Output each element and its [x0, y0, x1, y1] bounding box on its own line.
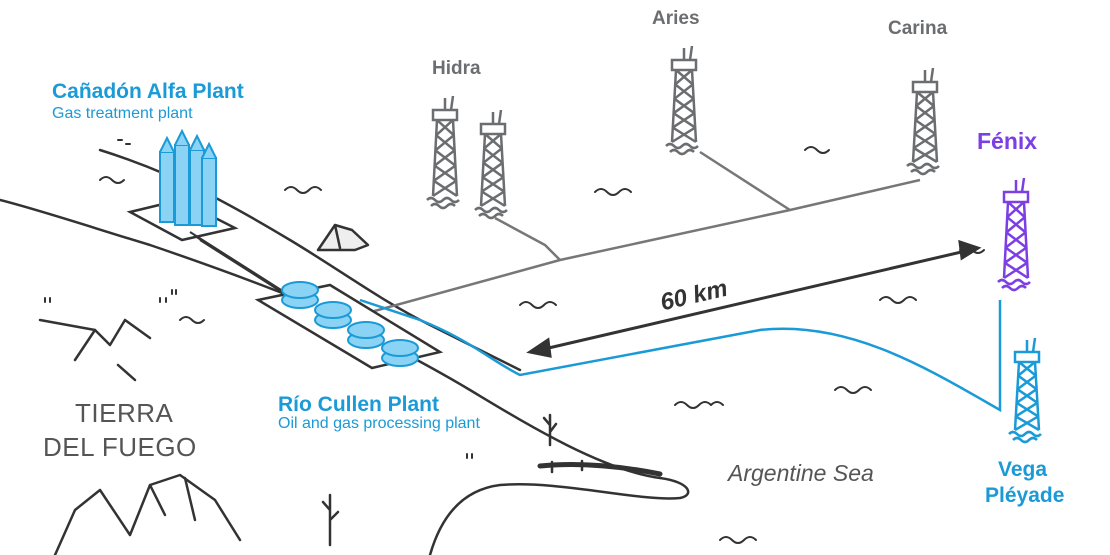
mountain-1 — [38, 318, 152, 382]
fenix-label: Fénix — [977, 128, 1038, 154]
rig-vega — [1008, 337, 1042, 444]
rig-hidra-2 — [474, 109, 508, 220]
carina-label: Carina — [888, 18, 948, 39]
wave-2 — [594, 188, 632, 196]
coast-inner — [537, 461, 663, 477]
pipeline-fenix-vega — [359, 298, 1002, 413]
rio-cullen-platform — [254, 281, 444, 370]
wave-1 — [284, 186, 322, 194]
ticks — [44, 139, 473, 459]
canadon-subtitle: Gas treatment plant — [52, 105, 193, 122]
hut — [316, 223, 370, 252]
region-label-line1: TIERRA — [75, 398, 174, 428]
rio-cullen-subtitle: Oil and gas processing plant — [278, 415, 480, 432]
sea-label: Argentine Sea — [728, 460, 874, 486]
canadon-title: Cañadón Alfa Plant — [52, 80, 244, 103]
tree-2 — [321, 493, 340, 547]
mountain-2 — [53, 473, 242, 555]
rig-aries — [665, 45, 699, 156]
aries-label: Aries — [652, 8, 700, 29]
pipeline-hidra — [494, 216, 561, 261]
wave-10 — [99, 176, 125, 184]
canadon-platform — [126, 128, 311, 311]
wave-9 — [179, 316, 205, 324]
region-label-line2: DEL FUEGO — [43, 432, 197, 462]
distance-arrow — [526, 239, 982, 358]
rio-cullen-title: Río Cullen Plant — [278, 393, 440, 416]
vega-label-line1: Vega — [998, 458, 1048, 481]
coast-inner-marks — [550, 459, 584, 474]
wave-6 — [674, 401, 724, 409]
wave-3 — [804, 146, 830, 154]
vega-label-line2: Pléyade — [985, 484, 1065, 507]
wave-7 — [834, 386, 872, 394]
tree-1 — [542, 413, 558, 447]
coastline — [0, 198, 690, 555]
hidra-label: Hidra — [432, 58, 481, 79]
pipeline-carina — [359, 178, 921, 317]
pipeline-aries — [699, 150, 791, 212]
rig-carina — [906, 67, 940, 176]
rig-hidra-1 — [426, 95, 460, 210]
wave-11 — [719, 536, 757, 544]
wave-5 — [879, 296, 917, 304]
wave-4 — [519, 301, 557, 309]
rig-fenix — [997, 177, 1031, 292]
